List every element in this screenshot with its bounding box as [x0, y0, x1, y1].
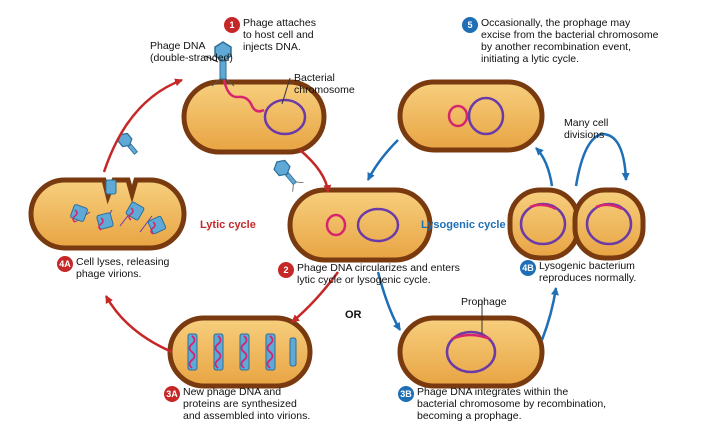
free-phage: [273, 159, 304, 192]
step-1-badge: 1: [224, 17, 240, 33]
cell-step-3a: [167, 315, 313, 389]
arrow-4b-to-5: [535, 147, 554, 187]
arrow-4a-to-1: [102, 78, 183, 173]
step-4a-caption: Cell lyses, releasing phage virions.: [76, 256, 170, 280]
many-cell-divisions-label: Many cell divisions: [564, 117, 609, 141]
cell-step-5: [397, 79, 545, 153]
bacterial-chromosome-ring: [263, 98, 307, 136]
cell-step-1: [181, 61, 327, 155]
circular-phage-dna: [325, 213, 347, 237]
lysogenic-cycle-label: Lysogenic cycle: [421, 219, 506, 231]
cell-step-2: [287, 187, 433, 263]
step-3b-badge: 3B: [398, 386, 414, 402]
step-4b-badge: 4B: [520, 260, 536, 276]
bacterial-chromosome-label: Bacterial chromosome: [294, 72, 355, 96]
arrow-5-to-2: [366, 139, 399, 181]
prophage-label: Prophage: [461, 296, 507, 308]
arrow-2-to-3a: [291, 271, 340, 323]
step-3a-caption: New phage DNA and proteins are synthesiz…: [183, 386, 311, 422]
prophage-segment: [451, 333, 491, 341]
arrow-2-to-3b: [376, 271, 402, 331]
step-5-badge: 5: [462, 17, 478, 33]
step-4b-caption: Lysogenic bacterium reproduces normally.: [539, 260, 637, 284]
step-2-badge: 2: [278, 262, 294, 278]
arrow-3b-to-4b: [540, 287, 559, 341]
step-3b-caption: Phage DNA integrates within the bacteria…: [417, 386, 607, 422]
arrow-3a-to-4a: [104, 295, 173, 354]
step-3a-badge: 3A: [164, 386, 180, 402]
cell-step-4a: [28, 177, 187, 251]
or-label: OR: [345, 309, 362, 321]
lysogenic-arrows: [366, 132, 630, 341]
phage-attaching: [204, 41, 235, 87]
step-4a-badge: 4A: [57, 256, 73, 272]
lytic-cycle-label: Lytic cycle: [200, 219, 256, 231]
injected-phage-dna: [221, 61, 265, 113]
arrow-many-divisions: [574, 132, 630, 187]
cell-step-3b: [397, 300, 545, 389]
step-5-caption: Occasionally, the prophage may excise fr…: [481, 17, 659, 65]
cell-step-4b: [507, 187, 646, 261]
step-2-caption: Phage DNA circularizes and enters lytic …: [297, 262, 460, 286]
lytic-arrows: [102, 78, 340, 354]
step-1-caption: Phage attaches to host cell and injects …: [243, 17, 316, 53]
arrow-1-to-2: [299, 149, 332, 193]
phage-dna-label: Phage DNA (double-stranded): [150, 40, 233, 64]
